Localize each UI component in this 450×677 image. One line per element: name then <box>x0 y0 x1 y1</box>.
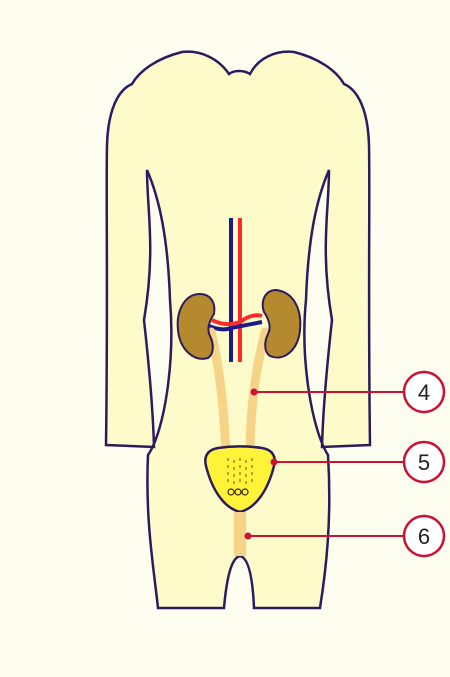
right-kidney <box>263 290 301 358</box>
callout-6-dot <box>245 533 252 540</box>
callout-4-number: 4 <box>418 380 430 405</box>
callout-6-number: 6 <box>418 524 430 549</box>
callout-5-dot <box>271 459 278 466</box>
urethra <box>234 512 246 556</box>
callout-4-dot <box>251 389 258 396</box>
callout-5-number: 5 <box>418 450 430 475</box>
